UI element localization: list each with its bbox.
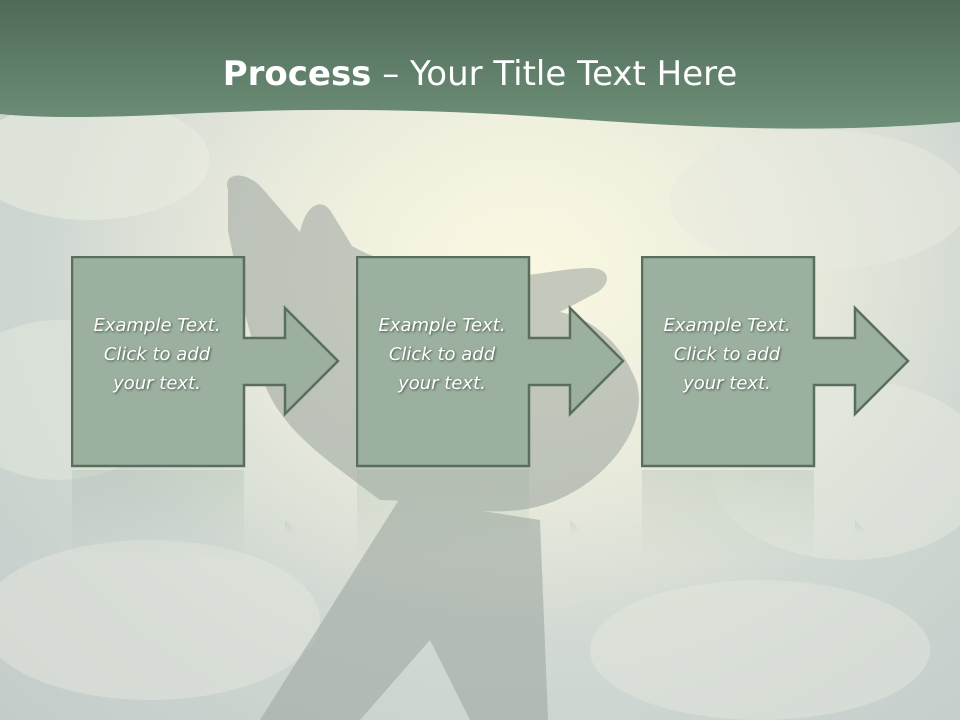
step-2-line-2: Click to add [388,344,496,365]
step-1-line-1: Example Text. [93,315,221,336]
header-band [0,0,960,129]
step-1-line-3: your text. [113,373,201,394]
step-2-line-1: Example Text. [378,315,506,336]
step-1-line-2: Click to add [103,344,211,365]
step-3-reflection [641,470,960,560]
step-3-line-2: Click to add [673,344,781,365]
step-3-shape [641,256,910,468]
step-3-line-3: your text. [683,373,771,394]
step-2-line-3: your text. [398,373,486,394]
process-step-1[interactable]: Example Text. Click to add your text. [71,256,411,468]
step-1-shape [71,256,340,468]
step-1-reflection [71,470,411,560]
step-2-text: Example Text. Click to add your text. [356,311,528,398]
process-step-2[interactable]: Example Text. Click to add your text. [356,256,696,468]
title-bold-part: Process [222,54,372,94]
step-2-shape [356,256,625,468]
step-1-text: Example Text. Click to add your text. [71,311,243,398]
step-3-line-1: Example Text. [663,315,791,336]
step-3-text: Example Text. Click to add your text. [641,311,813,398]
slide-title[interactable]: Process – Your Title Text Here [0,52,960,96]
title-rest-part: – Your Title Text Here [371,54,738,94]
step-2-reflection [356,470,696,560]
process-step-3[interactable]: Example Text. Click to add your text. [641,256,960,468]
